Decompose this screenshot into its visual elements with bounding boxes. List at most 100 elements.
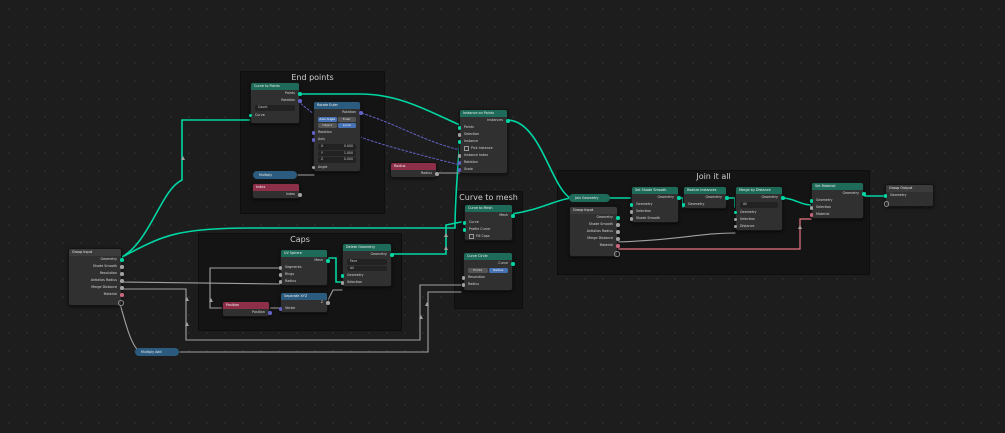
socket-dot[interactable] xyxy=(268,311,272,315)
socket-dot[interactable] xyxy=(616,244,620,248)
output-socket-row[interactable]: Points xyxy=(251,90,302,97)
socket-dot[interactable] xyxy=(298,193,302,197)
input-socket-row[interactable]: Points xyxy=(457,124,507,131)
node-header[interactable]: UV Sphere xyxy=(281,250,327,257)
input-socket-row[interactable]: Instance Index xyxy=(457,152,507,159)
checkbox-icon[interactable] xyxy=(469,233,474,239)
output-socket-row[interactable]: Shade Smooth xyxy=(570,221,620,228)
socket-dot[interactable] xyxy=(681,203,685,207)
curve-circle-node[interactable]: Curve Circle Curve Points Radius Resolut… xyxy=(461,252,515,291)
socket-dot[interactable] xyxy=(298,99,302,103)
input-socket-row[interactable]: Geometry xyxy=(340,272,391,279)
rotate-euler-node[interactable]: Rotate Euler Rotation Axis Angle Euler O… xyxy=(311,101,363,172)
socket-dot[interactable] xyxy=(457,154,461,158)
socket-dot[interactable] xyxy=(120,279,124,283)
input-socket-row[interactable]: Selection xyxy=(629,208,678,215)
socket-dot[interactable] xyxy=(248,113,252,117)
euler-button[interactable]: Euler xyxy=(337,117,356,122)
node-header[interactable]: Instance on Points xyxy=(460,110,507,117)
input-socket-row[interactable]: Radius xyxy=(461,281,512,288)
socket-dot[interactable] xyxy=(457,133,461,137)
input-socket-row[interactable]: Selection xyxy=(809,204,863,211)
socket-dot[interactable] xyxy=(809,206,813,210)
socket-dot[interactable] xyxy=(809,199,813,203)
socket-dot[interactable] xyxy=(457,168,461,172)
node-header[interactable]: Curve to Mesh xyxy=(465,205,512,212)
node-header[interactable]: Index xyxy=(253,184,299,191)
socket-dot[interactable] xyxy=(340,274,344,278)
socket-dot[interactable] xyxy=(278,280,282,284)
socket-dot[interactable] xyxy=(278,273,282,277)
node-header[interactable]: Realize Instances xyxy=(684,187,726,194)
socket-dot[interactable] xyxy=(298,92,302,96)
socket-dot[interactable] xyxy=(614,251,620,257)
input-socket-row[interactable]: Segments xyxy=(278,264,327,271)
output-socket-row[interactable]: Geometry xyxy=(736,194,785,201)
socket-dot[interactable] xyxy=(629,203,633,207)
input-socket-row[interactable]: Resolution xyxy=(461,274,512,281)
socket-dot[interactable] xyxy=(120,265,124,269)
mode-dropdown[interactable]: All xyxy=(740,202,778,208)
socket-dot[interactable] xyxy=(120,293,124,297)
socket-dot[interactable] xyxy=(883,194,887,198)
socket-dot[interactable] xyxy=(462,221,466,225)
output-socket-row[interactable]: Antialias Radius xyxy=(69,277,124,284)
domain-dropdown[interactable]: Face xyxy=(347,259,387,265)
output-socket-row[interactable]: Geometry xyxy=(570,214,620,221)
socket-dot[interactable] xyxy=(677,196,681,200)
input-socket-row[interactable]: Rotation xyxy=(457,159,507,166)
output-socket-row[interactable]: Radius xyxy=(391,170,439,177)
socket-dot[interactable] xyxy=(311,165,315,169)
node-header[interactable]: Delete Geometry xyxy=(343,244,391,251)
socket-dot[interactable] xyxy=(506,119,510,123)
curve-to-mesh-node[interactable]: Curve to Mesh Mesh Curve Profile Curve F… xyxy=(462,204,515,241)
output-socket-row[interactable]: Z xyxy=(281,300,330,305)
socket-dot[interactable] xyxy=(311,138,315,142)
socket-dot[interactable] xyxy=(511,262,515,266)
output-socket-row[interactable]: Curve xyxy=(464,260,515,267)
output-socket-row[interactable]: Shade Smooth xyxy=(69,263,124,270)
group-input-node[interactable]: Group Input Geometry Shade Smooth Resolu… xyxy=(68,248,124,306)
output-socket-row[interactable]: Geometry xyxy=(343,251,394,258)
set-material-node[interactable]: Set Material Geometry Geometry Selection… xyxy=(809,182,866,219)
set-shade-smooth-node[interactable]: Set Shade Smooth Geometry Geometry Selec… xyxy=(629,186,681,223)
node-header[interactable]: Group Input xyxy=(69,249,121,256)
socket-dot[interactable] xyxy=(340,281,344,285)
socket-dot[interactable] xyxy=(120,258,124,262)
input-socket-row[interactable]: Curve xyxy=(462,219,512,226)
separate-xyz-node[interactable]: Separate XYZ Z Vector xyxy=(278,292,330,313)
socket-dot[interactable] xyxy=(326,259,330,263)
input-socket-row[interactable]: Selection xyxy=(457,131,507,138)
input-socket-row[interactable]: Profile Curve xyxy=(462,226,512,233)
mode-dropdown[interactable]: Count xyxy=(255,105,295,111)
socket-dot[interactable] xyxy=(733,217,737,221)
input-socket-row[interactable]: Instance xyxy=(457,138,507,145)
input-socket-row[interactable]: Material xyxy=(809,211,863,218)
socket-dot[interactable] xyxy=(616,216,620,220)
node-header[interactable]: Radius xyxy=(391,163,436,170)
output-socket-row[interactable]: Instances xyxy=(460,117,510,124)
socket-dot[interactable] xyxy=(435,172,439,176)
socket-dot[interactable] xyxy=(326,301,330,305)
input-socket-row[interactable]: Distance xyxy=(733,223,782,230)
input-socket-row[interactable]: Vector xyxy=(278,305,327,312)
radius-button[interactable]: Radius xyxy=(488,268,508,273)
node-header[interactable]: Curve to Points xyxy=(251,83,299,90)
multiply-node[interactable]: Multiply xyxy=(253,171,297,179)
curve-to-points-node[interactable]: Curve to Points Points Rotation Count Cu… xyxy=(248,82,302,124)
socket-dot[interactable] xyxy=(629,210,633,214)
space-toggle[interactable]: Object Local xyxy=(318,123,356,128)
output-socket-row[interactable]: Merge Distance xyxy=(69,284,124,291)
node-header[interactable]: Group Input xyxy=(570,207,617,214)
node-header[interactable]: Curve Circle xyxy=(464,253,512,260)
output-socket-row[interactable]: Mesh xyxy=(465,212,515,219)
axis-angle-button[interactable]: Axis Angle xyxy=(318,117,337,122)
input-socket-row[interactable]: Angle xyxy=(311,164,360,171)
input-socket-row[interactable]: Geometry xyxy=(809,197,863,204)
input-socket-row[interactable]: Geometry xyxy=(883,192,933,199)
socket-dot[interactable] xyxy=(629,217,633,221)
checkbox-icon[interactable] xyxy=(464,145,469,151)
